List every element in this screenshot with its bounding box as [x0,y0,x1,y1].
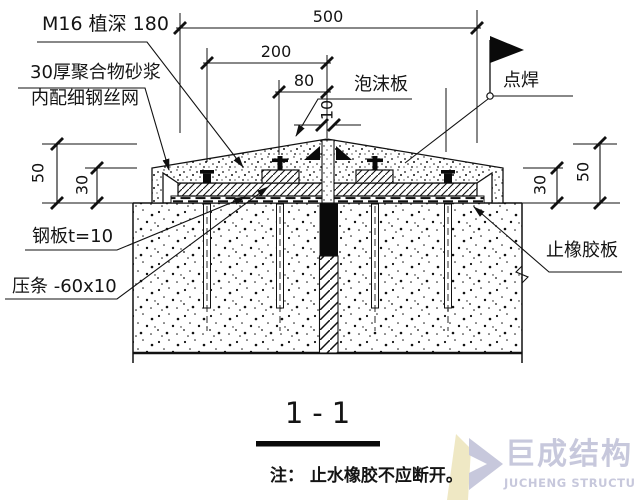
dim-inner-anchor-to-center: 80 [293,71,315,90]
callout-spot-weld: 点焊 [503,70,539,91]
dim-right-height-outer: 50 [573,161,593,183]
anchor-rods [203,203,452,331]
extension-lines [179,10,478,162]
dim-right-height-inner: 30 [530,174,550,196]
logo-icon [447,434,503,500]
dim-anchor-to-center: 200 [260,42,292,61]
dimension-ticks [50,21,607,210]
anchor-bolt-heads [200,146,455,184]
callout-steel-plate: 钢板t=10 [32,226,114,247]
dim-joint-width: 10 [317,99,337,121]
logo-name-cn: 巨成结构 [505,437,633,472]
dim-left-height-outer: 50 [28,162,48,184]
dim-overall-width: 500 [312,7,344,26]
callout-mortar-line2: 内配细钢丝网 [31,88,139,109]
callout-batten: 压条 -60x10 [12,276,117,297]
foam-board-strip [321,139,335,204]
callout-anchor-bolt: M16 植深 180 [42,13,169,35]
weld-flag-icon [486,36,524,100]
callout-mortar-line1: 30厚聚合物砂浆 [30,62,161,83]
section-title-bar [256,441,380,447]
joint-waterstop-strip [318,255,339,354]
joint-sealant [319,203,338,256]
callout-foam-board: 泡沫板 [354,74,408,95]
dim-left-height-inner: 30 [72,174,92,196]
section-title: 1-1 [284,396,360,430]
logo-name-en: JUCHENG STRUCTURE [504,476,636,490]
callout-waterstop-board: 止橡胶板 [546,240,618,261]
section-note: 注： 止水橡胶不应断开。 [270,466,463,486]
leader-lines [5,41,622,300]
concrete-base [132,202,529,363]
